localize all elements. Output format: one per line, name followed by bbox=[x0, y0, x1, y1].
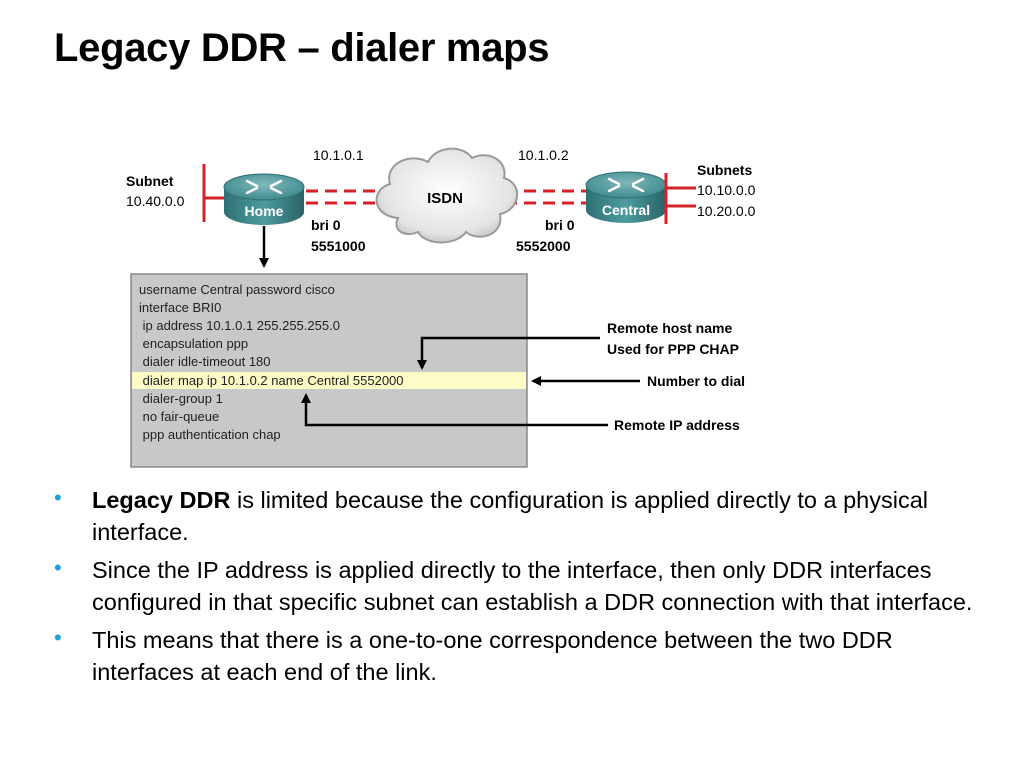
config-highlight bbox=[132, 372, 526, 389]
home-router-label: Home bbox=[245, 203, 284, 219]
home-router-icon: Home bbox=[223, 173, 305, 225]
home-interface-label: bri 0 bbox=[311, 217, 341, 233]
home-isdn-link bbox=[306, 189, 384, 205]
central-subnet-value-2: 10.20.0.0 bbox=[697, 203, 756, 219]
config-box bbox=[130, 273, 528, 468]
central-interface-label: bri 0 bbox=[545, 217, 575, 233]
bullet-item: • Legacy DDR is limited because the conf… bbox=[54, 484, 994, 548]
config-line: interface BRI0 bbox=[139, 300, 221, 315]
home-subnet-label: Subnet bbox=[126, 173, 174, 189]
isdn-cloud-icon: ISDN bbox=[375, 147, 519, 244]
config-line: username Central password cisco bbox=[139, 282, 335, 297]
ddr-diagram: Subnet 10.40.0.0 Home Central bbox=[126, 147, 756, 468]
bullet-text: This means that there is a one-to-one co… bbox=[92, 627, 893, 685]
bullet-item: • Since the IP address is applied direct… bbox=[54, 554, 994, 618]
bullet-icon: • bbox=[54, 485, 62, 510]
config-line: no fair-queue bbox=[139, 409, 219, 424]
central-isdn-link bbox=[505, 189, 586, 205]
bullet-list: • Legacy DDR is limited because the conf… bbox=[54, 484, 994, 694]
config-line-highlighted: dialer map ip 10.1.0.2 name Central 5552… bbox=[139, 373, 404, 388]
bullet-icon: • bbox=[54, 625, 62, 650]
home-ip-label: 10.1.0.1 bbox=[313, 147, 364, 163]
central-number-label: 5552000 bbox=[516, 238, 571, 254]
remote-ip-label: Remote IP address bbox=[614, 417, 740, 433]
bullet-item: • This means that there is a one-to-one … bbox=[54, 624, 994, 688]
remote-ip-arrow bbox=[301, 393, 608, 427]
slide-title: Legacy DDR – dialer maps bbox=[54, 26, 550, 70]
remote-host-label-1: Remote host name bbox=[607, 320, 732, 336]
remote-host-arrow bbox=[417, 336, 600, 370]
isdn-cloud-label: ISDN bbox=[427, 190, 463, 207]
central-ip-label: 10.1.0.2 bbox=[518, 147, 569, 163]
central-router-icon: Central bbox=[585, 171, 667, 223]
number-to-dial-label: Number to dial bbox=[647, 373, 745, 389]
config-line: ip address 10.1.0.1 255.255.255.0 bbox=[139, 318, 340, 333]
bullet-text: is limited because the configuration is … bbox=[92, 487, 928, 545]
config-line: encapsulation ppp bbox=[139, 336, 248, 351]
remote-host-label-2: Used for PPP CHAP bbox=[607, 341, 739, 357]
config-line: ppp authentication chap bbox=[139, 427, 281, 442]
bullet-icon: • bbox=[54, 555, 62, 580]
bullet-bold-text: Legacy DDR bbox=[92, 487, 231, 513]
central-subnet-value-1: 10.10.0.0 bbox=[697, 182, 756, 198]
home-subnet-value: 10.40.0.0 bbox=[126, 193, 185, 209]
bullet-text: Since the IP address is applied directly… bbox=[92, 557, 973, 615]
home-number-label: 5551000 bbox=[311, 238, 366, 254]
central-subnets-label: Subnets bbox=[697, 162, 752, 178]
config-line: dialer-group 1 bbox=[139, 391, 223, 406]
central-router-label: Central bbox=[602, 202, 650, 218]
config-line: dialer idle-timeout 180 bbox=[139, 354, 271, 369]
